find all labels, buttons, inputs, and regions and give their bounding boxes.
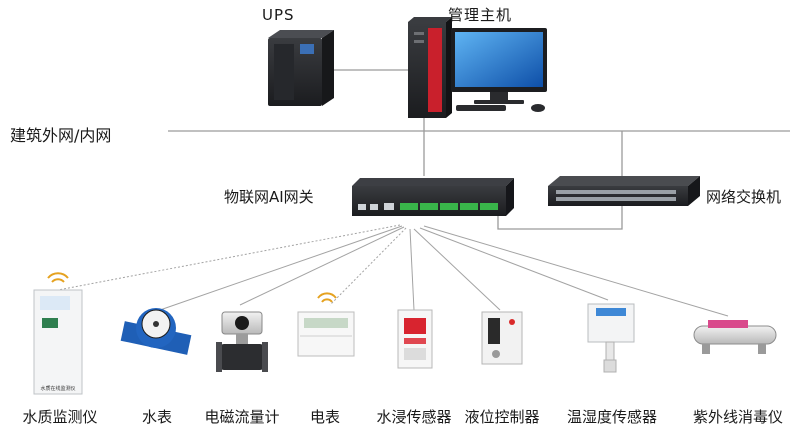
host-label: 管理主机 bbox=[448, 6, 513, 24]
switch-label: 网络交换机 bbox=[706, 188, 782, 206]
connection-lines bbox=[168, 69, 790, 230]
link-uv bbox=[423, 225, 729, 317]
level-controller-icon bbox=[481, 311, 523, 365]
host-tower-icon bbox=[408, 17, 452, 118]
device-label-flowmeter: 电磁流量计 bbox=[204, 408, 280, 426]
link-water-leak bbox=[409, 228, 415, 311]
wireless-link-water-quality bbox=[57, 224, 401, 291]
device-label-temp-humidity: 温湿度传感器 bbox=[566, 408, 658, 426]
network-label: 建筑外网/内网 bbox=[10, 126, 112, 145]
uv-disinfector-icon bbox=[693, 320, 777, 354]
water-quality-monitor-icon: 水质在线监测仪 bbox=[33, 272, 83, 395]
network-switch-icon bbox=[548, 176, 700, 206]
wireless-link-electric-meter bbox=[329, 227, 407, 306]
device-label-uv: 紫外线消毒仪 bbox=[692, 408, 784, 426]
link-water-meter bbox=[159, 225, 403, 311]
ups-label: UPS bbox=[262, 6, 295, 24]
electromagnetic-flowmeter-icon bbox=[216, 311, 268, 372]
electric-meter-icon bbox=[297, 292, 355, 357]
gateway-label: 物联网AI网关 bbox=[224, 188, 314, 206]
device-label-water-meter: 水表 bbox=[141, 408, 173, 426]
ups-device-icon bbox=[268, 30, 334, 106]
water-leak-sensor-icon bbox=[397, 309, 433, 369]
monitor-icon bbox=[451, 0, 547, 112]
temp-humidity-sensor-icon bbox=[587, 303, 635, 373]
gateway-switch-line bbox=[497, 206, 623, 230]
link-level-controller bbox=[413, 228, 501, 311]
device-label-water-leak: 水浸传感器 bbox=[376, 408, 452, 426]
monitor-panel-text: 水质在线监测仪 bbox=[40, 385, 75, 392]
link-flowmeter bbox=[239, 226, 405, 306]
device-label-water-quality: 水质监测仪 bbox=[22, 408, 98, 426]
device-links bbox=[57, 224, 729, 317]
ai-gateway-icon bbox=[352, 178, 514, 216]
device-label-level-controller: 液位控制器 bbox=[464, 408, 540, 426]
water-meter-icon bbox=[120, 308, 192, 355]
link-temp-humidity bbox=[419, 227, 609, 301]
device-label-electric-meter: 电表 bbox=[309, 408, 341, 426]
